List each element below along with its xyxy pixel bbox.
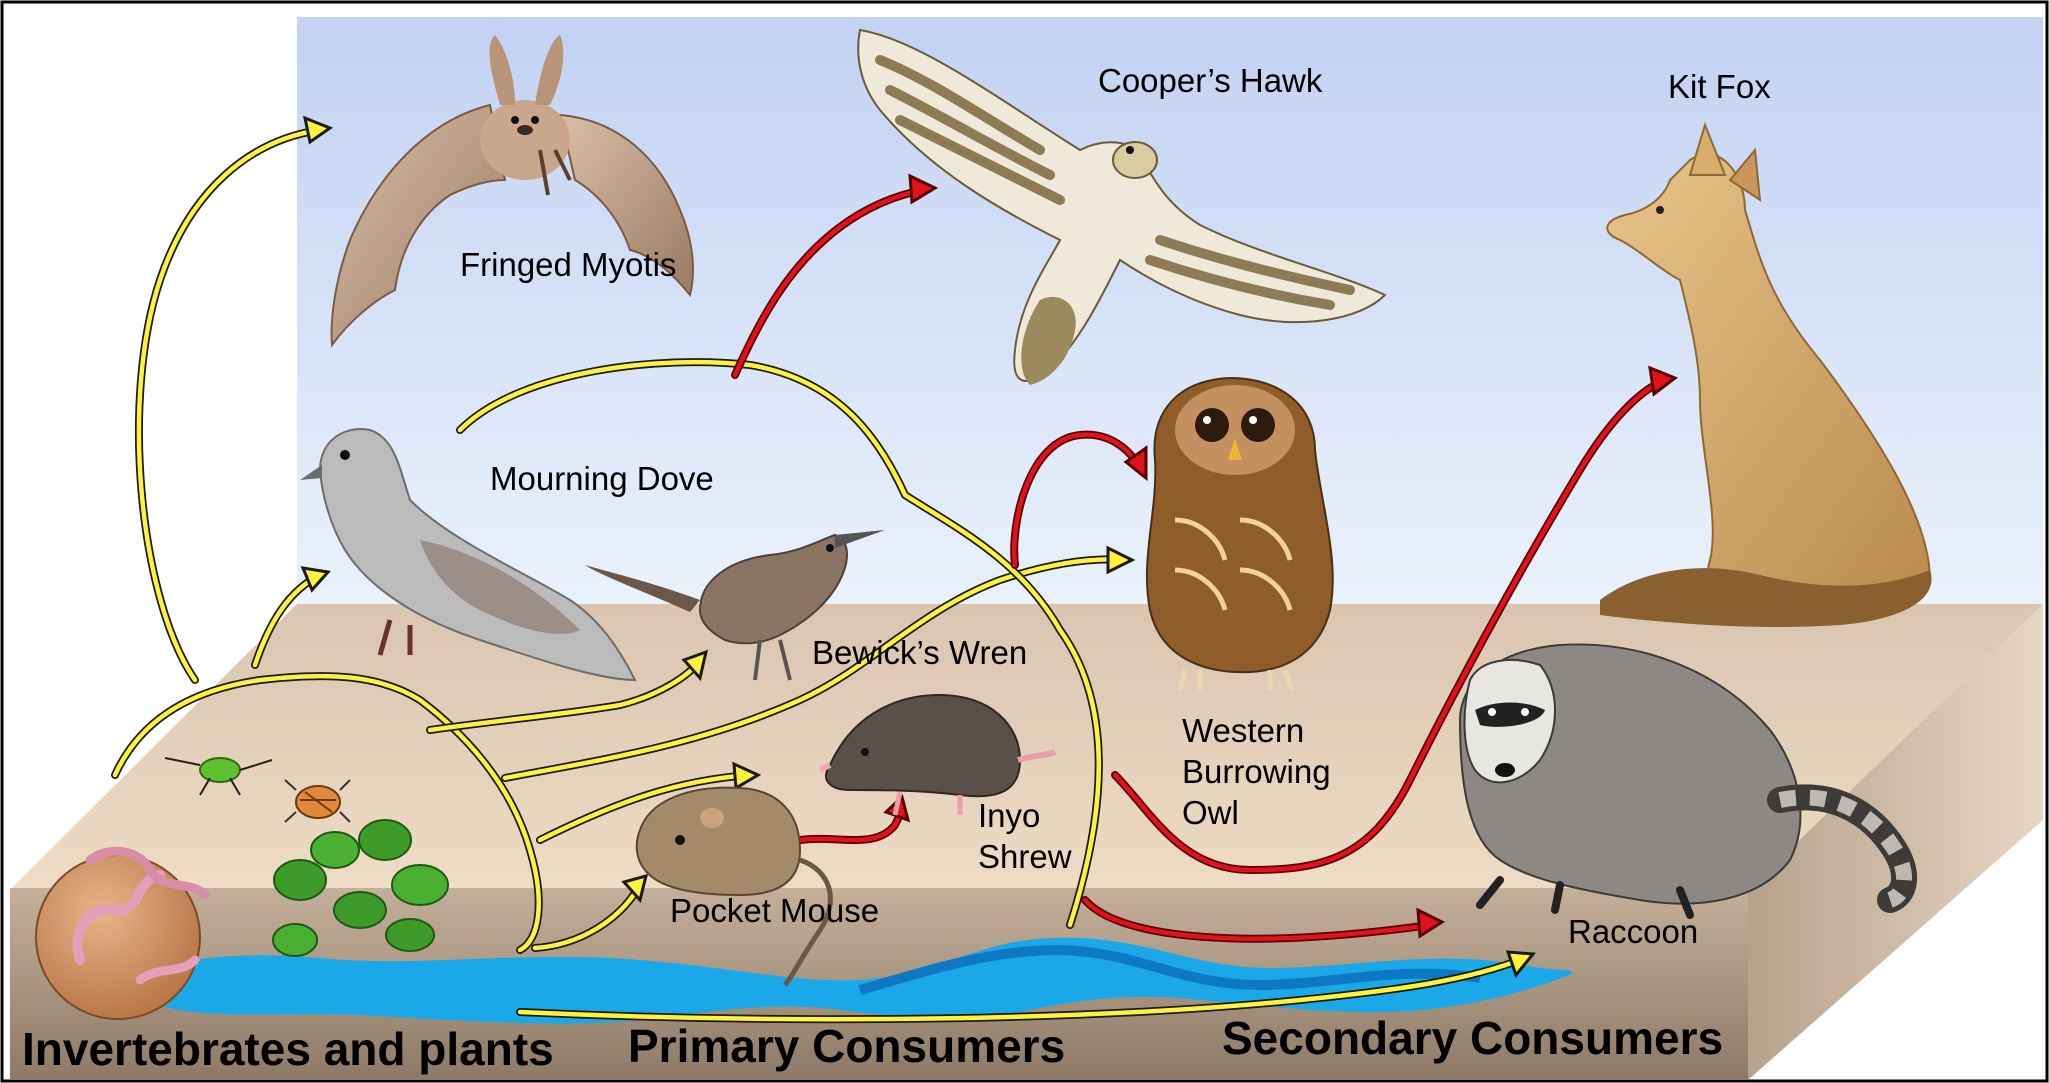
label-shrew-line1: Inyo: [978, 797, 1040, 834]
label-raccoon: Raccoon: [1568, 913, 1698, 950]
label-owl-line3: Owl: [1182, 794, 1239, 831]
label-bewicks-wren: Bewick’s Wren: [812, 634, 1027, 671]
category-secondary-consumers: Secondary Consumers: [1222, 1012, 1723, 1064]
label-shrew-line2: Shrew: [978, 838, 1072, 875]
label-coopers-hawk: Cooper’s Hawk: [1098, 62, 1323, 99]
owl-icon: [1147, 378, 1333, 690]
category-invertebrates-plants: Invertebrates and plants: [22, 1023, 554, 1075]
category-primary-consumers: Primary Consumers: [628, 1020, 1065, 1072]
label-mourning-dove: Mourning Dove: [490, 460, 714, 497]
label-pocket-mouse: Pocket Mouse: [670, 892, 879, 929]
label-fringed-myotis: Fringed Myotis: [460, 246, 676, 283]
label-owl-line1: Western: [1182, 712, 1304, 749]
label-kit-fox: Kit Fox: [1668, 68, 1771, 105]
label-owl-line2: Burrowing: [1182, 753, 1331, 790]
